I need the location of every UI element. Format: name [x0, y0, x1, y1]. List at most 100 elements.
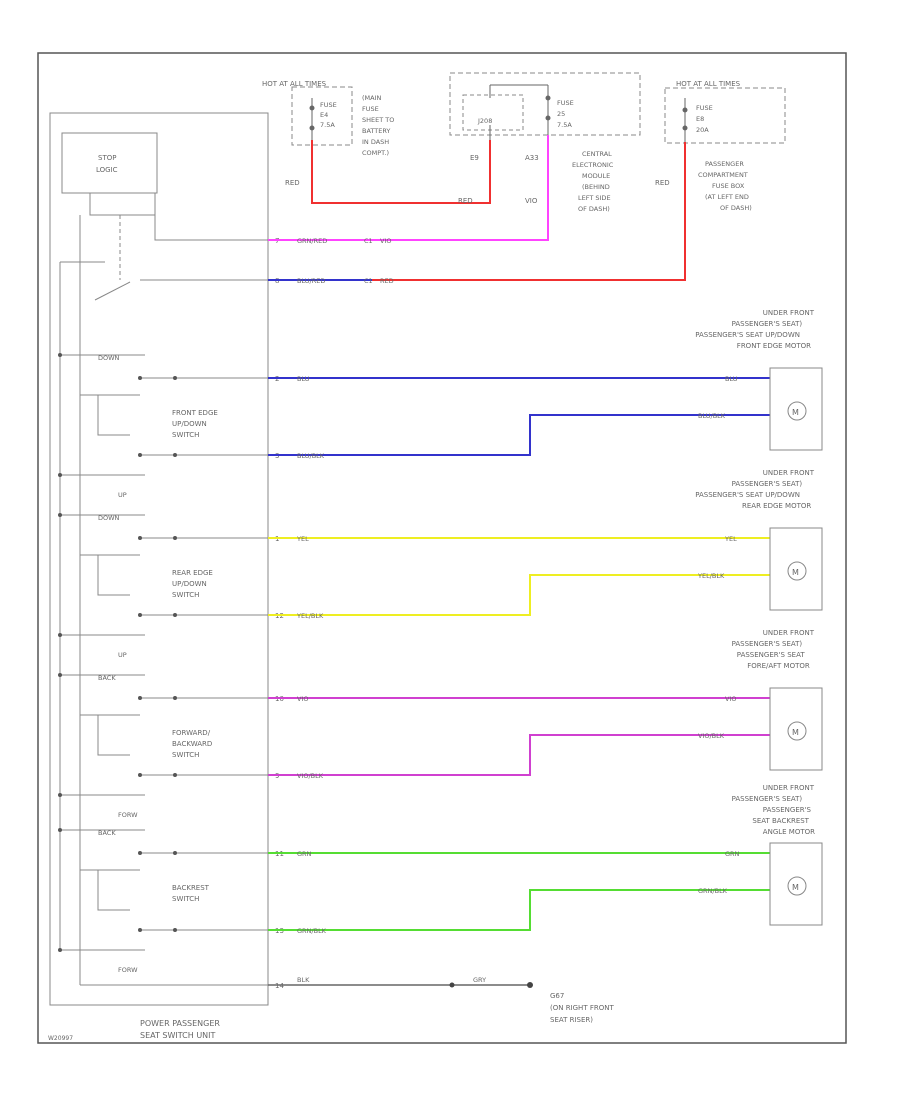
power-wires: [311, 135, 686, 281]
switch-label: SWITCH: [172, 895, 199, 903]
svg-text:FUSE: FUSE: [362, 105, 379, 113]
svg-text:7.5A: 7.5A: [557, 121, 572, 129]
right-fuse-box: HOT AT ALL TIMES FUSE E8 20A PASSENGER C…: [664, 80, 786, 212]
svg-text:E8: E8: [696, 115, 704, 123]
svg-text:RED: RED: [380, 277, 394, 285]
wire-color-label: GRN: [297, 850, 312, 858]
wire-color-label: BLU: [297, 375, 310, 383]
red-label-b: RED: [458, 197, 473, 205]
svg-text:(AT LEFT END: (AT LEFT END: [705, 193, 749, 201]
motor-description: ANGLE MOTOR: [763, 828, 815, 836]
switch-unit-box: [49, 112, 269, 1006]
motor-box: [769, 687, 823, 771]
motor-symbol: [787, 876, 807, 896]
motor-description: PASSENGER'S SEAT): [732, 795, 803, 803]
svg-text:OF DASH): OF DASH): [578, 205, 610, 213]
svg-text:SEAT RISER): SEAT RISER): [550, 1016, 593, 1024]
svg-text:(BEHIND: (BEHIND: [582, 183, 610, 191]
motor-box: [769, 842, 823, 926]
switch-top-label: BACK: [98, 829, 116, 837]
svg-text:BLK: BLK: [297, 976, 310, 984]
motor-wire-label: VIO/BLK: [698, 732, 725, 740]
wire-b: [268, 889, 770, 931]
switch-group-3: BACKFORWARD/BACKWARDSWITCHFORW10VIOVIO9V…: [58, 629, 823, 819]
motor-letter: M: [792, 568, 799, 577]
svg-text:BLU/RED: BLU/RED: [297, 277, 325, 285]
motor-description: UNDER FRONT: [763, 784, 815, 792]
switch-label: SWITCH: [172, 591, 199, 599]
motor-description: PASSENGER'S SEAT UP/DOWN: [695, 331, 800, 339]
left-fuse-box: HOT AT ALL TIMES FUSE E4 7.5A (MAIN FUSE…: [262, 80, 394, 157]
motor-wire-label: GRN: [725, 850, 740, 858]
svg-text:VIO: VIO: [380, 237, 391, 245]
motor-description: UNDER FRONT: [763, 309, 815, 317]
switch-bottom-label: FORW: [118, 966, 138, 974]
svg-text:STOP: STOP: [98, 154, 116, 162]
svg-text:FUSE: FUSE: [557, 99, 574, 107]
svg-text:HOT AT ALL TIMES: HOT AT ALL TIMES: [676, 80, 741, 88]
motor-description: PASSENGER'S SEAT): [732, 640, 803, 648]
vio-label: VIO: [525, 197, 538, 205]
switch-label: BACKREST: [172, 884, 210, 892]
stop-logic-block: STOP LOGIC: [60, 132, 268, 301]
wire-color-label: GRN/BLK: [297, 927, 327, 935]
wire-b: [268, 734, 770, 776]
switch-label: BACKWARD: [172, 740, 212, 748]
motor-description: PASSENGER'S: [763, 806, 812, 814]
switch-label: FRONT EDGE: [172, 409, 218, 417]
svg-text:14: 14: [275, 982, 284, 990]
svg-text:(ON RIGHT FRONT: (ON RIGHT FRONT: [550, 1004, 614, 1012]
svg-text:7.5A: 7.5A: [320, 121, 335, 129]
motor-description: UNDER FRONT: [763, 629, 815, 637]
switch-label: SWITCH: [172, 431, 199, 439]
motor-description: PASSENGER'S SEAT): [732, 320, 803, 328]
svg-text:(MAIN: (MAIN: [362, 94, 382, 102]
svg-text:E9: E9: [470, 154, 479, 162]
switch-unit-label-1: POWER PASSENGER: [140, 1019, 220, 1028]
wire-color-label: VIO/BLK: [297, 772, 324, 780]
motor-description: SEAT BACKREST: [752, 817, 809, 825]
motor-wire-label: BLU: [725, 375, 738, 383]
motor-box: [769, 527, 823, 611]
svg-text:A33: A33: [525, 154, 539, 162]
switch-bottom-label: FORW: [118, 811, 138, 819]
motor-box: [769, 367, 823, 451]
motor-wire-label: YEL/BLK: [697, 572, 725, 580]
svg-text:C1: C1: [364, 277, 373, 285]
svg-text:FUSE: FUSE: [696, 104, 713, 112]
red-label-right: RED: [655, 179, 670, 187]
motor-description: REAR EDGE MOTOR: [742, 502, 811, 510]
svg-text:PASSENGER: PASSENGER: [705, 160, 744, 168]
switch-top-label: BACK: [98, 674, 116, 682]
svg-text:IN DASH: IN DASH: [362, 138, 389, 146]
motor-description: PASSENGER'S SEAT UP/DOWN: [695, 491, 800, 499]
ground-circuit: 14 BLK GRY G67 (ON RIGHT FRONT SEAT RISE…: [268, 976, 614, 1024]
motor-description: PASSENGER'S SEAT: [737, 651, 806, 659]
motor-description: UNDER FRONT: [763, 469, 815, 477]
svg-text:E4: E4: [320, 111, 328, 119]
svg-text:GRN/RED: GRN/RED: [297, 237, 327, 245]
wire-color-label: BLU/BLK: [297, 452, 325, 460]
svg-text:FUSE BOX: FUSE BOX: [712, 182, 745, 190]
left-bus: [59, 215, 268, 986]
switch-label: UP/DOWN: [172, 580, 207, 588]
svg-text:J208: J208: [477, 117, 492, 125]
motor-letter: M: [792, 883, 799, 892]
svg-text:G67: G67: [550, 992, 564, 1000]
diagram-border: [37, 52, 847, 1044]
power-connectors: 7 GRN/RED C1 VIO 8 BLU/RED C1 RED: [268, 237, 394, 285]
left-hot-title: HOT AT ALL TIMES: [262, 80, 327, 88]
wire-color-label: VIO: [297, 695, 308, 703]
svg-text:COMPARTMENT: COMPARTMENT: [698, 171, 748, 179]
svg-text:ELECTRONIC: ELECTRONIC: [572, 161, 614, 169]
wire-color-label: YEL/BLK: [296, 612, 324, 620]
motor-wire-label: BLU/BLK: [698, 412, 726, 420]
svg-text:BATTERY: BATTERY: [362, 127, 390, 135]
motor-symbol: [787, 401, 807, 421]
svg-text:25: 25: [557, 110, 565, 118]
motor-description: PASSENGER'S SEAT): [732, 480, 803, 488]
